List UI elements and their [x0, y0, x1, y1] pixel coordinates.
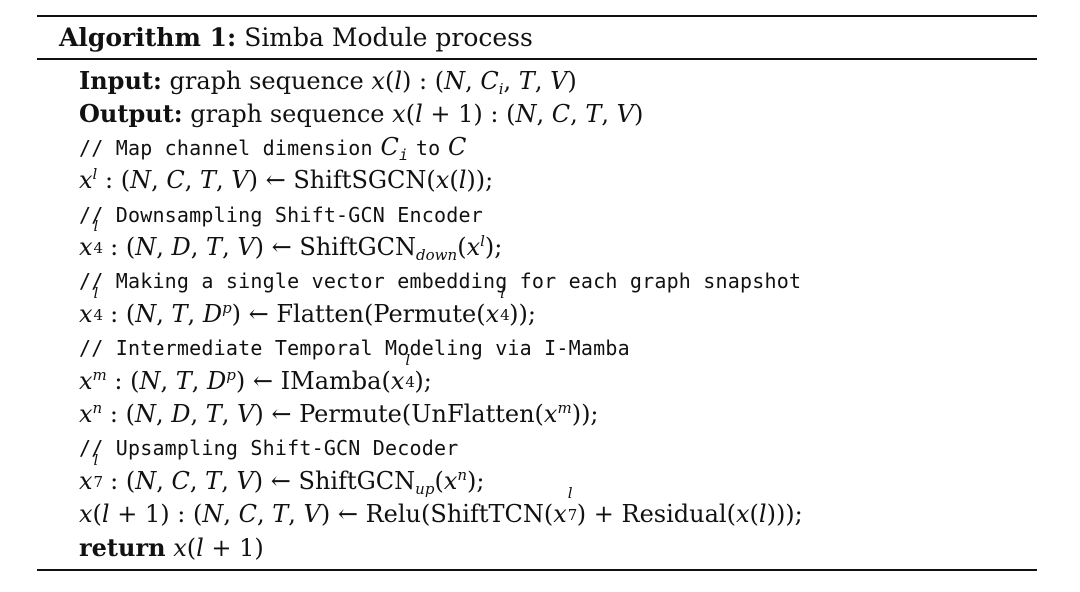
step-unflatten: xn : (N, D, T, V) ← Permute(UnFlatten(xm…	[79, 398, 599, 428]
caption-rule	[37, 58, 1037, 60]
input-description: graph sequence	[169, 67, 364, 95]
fn-residual: Residual	[621, 500, 727, 529]
step-output: x(l + 1) : (N, C, T, V) ← Relu(ShiftTCN(…	[79, 484, 803, 529]
comment-embedding: // Making a single vector embedding for …	[37, 264, 1037, 297]
input-line: Input: graph sequence x(l) : (N, Ci, T, …	[37, 64, 1037, 97]
algorithm-box: Algorithm 1: Simba Module process Input:…	[37, 15, 1037, 571]
comment-text-to: to	[415, 135, 441, 160]
fn-permute-2: Permute	[299, 399, 402, 428]
top-rule	[37, 15, 1037, 17]
comment-upsampling: // Upsampling Shift-GCN Decoder	[37, 431, 1037, 464]
algorithm-body: Input: graph sequence x(l) : (N, Ci, T, …	[37, 60, 1037, 569]
fn-relu: Relu	[365, 500, 421, 529]
input-keyword: Input:	[79, 66, 162, 95]
comment-text: // Map channel dimension	[79, 135, 373, 160]
algorithm-caption: Algorithm 1: Simba Module process	[37, 17, 1037, 58]
fn-imamba: IMamba	[280, 366, 382, 395]
return-line: return x(l + 1)	[37, 531, 1037, 564]
fn-shiftgcn-down: ShiftGCN	[299, 232, 417, 261]
comment-map-channel: // Map channel dimension Ci to C	[79, 132, 467, 164]
fn-shiftsgcn: ShiftSGCN	[293, 166, 427, 195]
fn-permute: Permute	[373, 299, 477, 328]
output-description: graph sequence	[190, 100, 385, 129]
fn-unflatten: UnFlatten	[411, 399, 535, 428]
sub-down: down	[416, 245, 458, 264]
output-keyword: Output:	[79, 99, 183, 129]
fn-shifttcn: ShiftTCN	[430, 500, 544, 529]
comment-text: // Upsampling Shift-GCN Decoder	[79, 436, 459, 461]
bottom-rule	[37, 568, 1037, 571]
output-signature: x(l + 1) : (N, C, T, V)	[392, 100, 644, 129]
comment-downsampling: // Downsampling Shift-GCN Encoder	[37, 198, 1037, 231]
return-value: x(l + 1)	[173, 534, 264, 563]
comment-text: // Downsampling Shift-GCN Encoder	[79, 202, 483, 227]
fn-shiftgcn-up: ShiftGCN	[298, 466, 416, 495]
comment-text: // Intermediate Temporal Modeling via I-…	[79, 336, 630, 361]
fn-flatten: Flatten	[276, 299, 364, 328]
caption-title: Simba Module process	[244, 23, 533, 52]
output-line: Output: graph sequence x(l + 1) : (N, C,…	[37, 97, 1037, 130]
comment-intermediate: // Intermediate Temporal Modeling via I-…	[37, 331, 1037, 364]
input-signature: x(l) : (N, Ci, T, V)	[371, 67, 577, 98]
return-keyword: return	[79, 533, 166, 563]
step-shiftsgcn: xl : (N, C, T, V) ← ShiftSGCN(x(l));	[79, 165, 494, 195]
comment-text: // Making a single vector embedding for …	[79, 269, 802, 294]
sub-up: up	[415, 479, 435, 498]
caption-label: Algorithm 1:	[59, 23, 237, 52]
